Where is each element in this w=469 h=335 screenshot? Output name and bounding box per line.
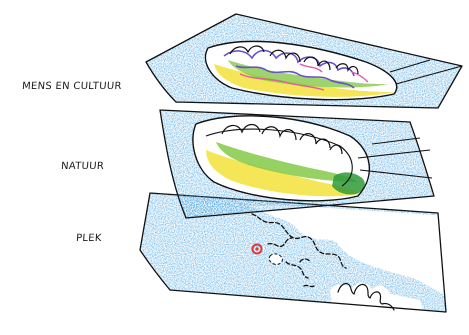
layer-natuur bbox=[160, 110, 434, 218]
location-marker-dot bbox=[255, 247, 258, 250]
layer-mens-en-cultuur bbox=[146, 14, 462, 108]
layer-label-plek: PLEK bbox=[76, 233, 102, 244]
layer-label-mens-en-cultuur: MENS EN CULTUUR bbox=[22, 81, 122, 92]
layer-label-natuur: NATUUR bbox=[61, 161, 105, 172]
